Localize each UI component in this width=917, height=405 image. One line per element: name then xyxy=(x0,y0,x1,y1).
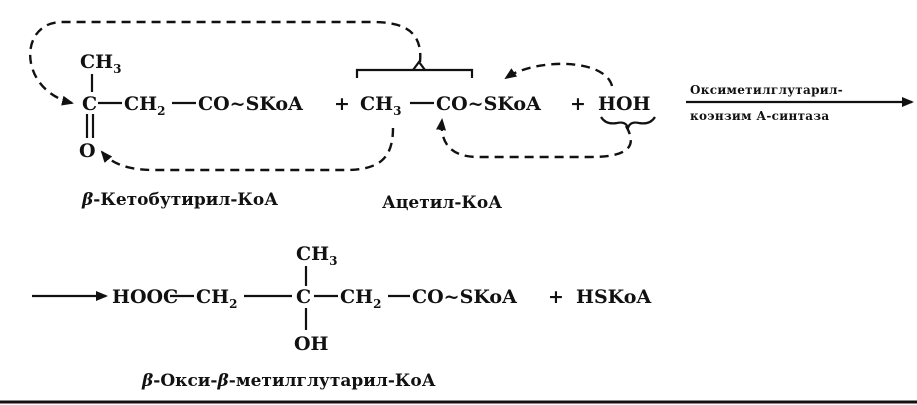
acetyl-bracket xyxy=(355,68,474,78)
enzyme-label-line1: Оксиметилглутарил- xyxy=(690,83,843,97)
dashed-arrow-water-top xyxy=(504,62,614,87)
dashed-arrow-water-bottom xyxy=(436,118,632,159)
dashed-arrow-ch3-to-ketone xyxy=(28,20,422,106)
r1-oxygen: O xyxy=(79,140,96,162)
r2-co-skoa: CO~SKoA xyxy=(436,93,541,115)
p-ch2-b: CH2 xyxy=(340,286,381,311)
r1-carbon: C xyxy=(82,93,97,115)
hskoa: HSKoA xyxy=(576,286,651,308)
reactant1-name: β-Кетобутирил-КоА xyxy=(81,190,278,210)
water-brace xyxy=(600,116,656,132)
plus-sign-1: + xyxy=(334,93,350,115)
plus-sign-3: + xyxy=(548,286,564,308)
product-name: β-Окси-β-метилглутарил-КоА xyxy=(141,371,436,391)
p-oh: OH xyxy=(294,333,329,355)
p-central-carbon: C xyxy=(296,286,311,308)
r2-ch3-label: CH3 xyxy=(360,93,401,118)
r1-ch3-label: CH3 xyxy=(80,51,121,76)
r1-co-skoa: CO~SKoA xyxy=(198,93,303,115)
dashed-arrow-to-oxygen xyxy=(100,127,395,172)
enzyme-label-line2: коэнзим А-синтаза xyxy=(690,109,829,123)
water-hoh: HOH xyxy=(598,93,651,115)
p-ch2-a: CH2 xyxy=(196,286,237,311)
p-hooc: HOOC xyxy=(112,286,178,308)
acetyl-bracket-peak xyxy=(412,60,426,71)
r1-ch2-label: CH2 xyxy=(124,93,165,118)
p-co-skoa: CO~SKoA xyxy=(412,286,517,308)
reactant2-name: Ацетил-КоА xyxy=(382,193,502,213)
p-ch3: CH3 xyxy=(296,243,337,268)
plus-sign-2: + xyxy=(570,93,586,115)
